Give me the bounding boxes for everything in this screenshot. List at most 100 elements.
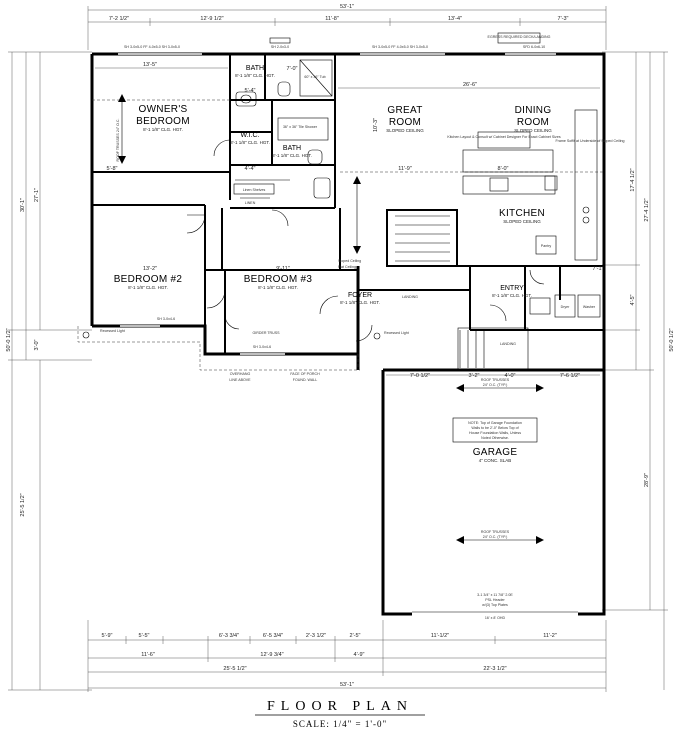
flat-ceiling-label: Flat Ceiling	[338, 265, 356, 269]
door-swings	[186, 139, 545, 342]
girder-truss-label: GIRDER TRUSS	[252, 331, 280, 335]
bedroom3-label: BEDROOM #3	[244, 274, 313, 285]
int-dim-3: 5'-4"	[245, 88, 256, 94]
window-tag-owners: SH 3-0x5-0 FF 4-0x5-0 SH 3-0x5-0	[124, 45, 180, 49]
owners-bedroom-ceiling: 8'-1 1/8" CLG. HGT.	[143, 127, 183, 132]
int-dim-11: 7'-0 1/2"	[410, 373, 430, 379]
recessed-light-label: Recessed Light	[100, 329, 125, 333]
top-overall-dimension: 53'-1"	[340, 4, 354, 10]
bottom-dim-10: 12'-9 3/4"	[260, 652, 283, 658]
garage-note-2: Walls to be 2'-0" Below Top of	[471, 426, 518, 430]
int-dim-8: 8'-0"	[498, 166, 509, 172]
garage-ceiling: 4" CONC. SLAB	[479, 458, 512, 463]
int-dim-9: 4'-4"	[245, 166, 256, 172]
bottom-dim-7: 11'-1/2"	[431, 633, 449, 639]
bottom-dimensions: 5'-9" 5'-5" 6'-3 3/4" 6'-5 3/4" 2'-3 1/2…	[87, 620, 607, 692]
interior-dimensions: 13'-5" 26'-6" 5'-4" 7'-0" 13'-2" 9'-11" …	[95, 62, 604, 379]
great-room-label: GREAT	[387, 105, 422, 116]
dining-room-ceiling: SLOPED CEILING	[514, 128, 552, 133]
bath1-ceiling: 8'-1 1/8" CLG. HGT.	[235, 73, 275, 78]
left-overall-dimension: 50'-0 1/2"	[6, 328, 12, 351]
face-porch-label: FACE OF PORCH	[290, 372, 320, 376]
left-dimensions: 50'-0 1/2" 30'-1" 27'-1" 3'-0" 25'-5 1/2…	[6, 51, 92, 691]
roof-trusses-top: ROOF TRUSSES	[481, 378, 510, 382]
bottom-dim-12: 25'-5 1/2"	[223, 666, 246, 672]
bath1-label: BATH	[246, 65, 264, 72]
great-room-label-2: ROOM	[389, 117, 421, 128]
title-block: FLOOR PLAN SCALE: 1/4" = 1'-0"	[255, 699, 425, 729]
linen-label: LINEN	[245, 201, 256, 205]
int-dim-15: 11'-9"	[398, 166, 412, 172]
wic-ceiling: 8'-1 1/8" CLG. HGT.	[230, 140, 270, 145]
bed3-window-tag: SH 3-0x4-6	[253, 345, 271, 349]
right-overall-dimension: 50'-0 1/2"	[669, 328, 675, 351]
wic-label: W.I.C.	[240, 132, 259, 139]
overhang-label: OVERHANG	[230, 372, 251, 376]
top-dim-1: 7'-2 1/2"	[109, 16, 129, 22]
landing-label-2: LANDING	[500, 342, 516, 346]
left-dim-1: 30'-1"	[20, 198, 26, 212]
bed2-window-tag: SH 3-0x4-6	[157, 317, 175, 321]
int-dim-2: 26'-6"	[463, 82, 477, 88]
pantry-label: Pantry	[541, 244, 552, 248]
int-dim-1: 13'-5"	[143, 62, 157, 68]
landing-label: LANDING	[402, 295, 418, 299]
face-porch-label-2: FOUND. WALL	[293, 378, 317, 382]
roof-trusses-bottom-2: 24" O.C. (TYP.)	[483, 535, 508, 539]
kitchen-fixtures: Pantry Kitchen Layout & Consult w/ Cabin…	[447, 109, 625, 261]
bottom-dim-13: 22'-3 1/2"	[483, 666, 506, 672]
foyer-ceiling: 8'-1 1/8" CLG. HGT.	[340, 300, 380, 305]
garage-label: GARAGE	[473, 447, 518, 458]
right-dim-3: 4'-5"	[630, 294, 636, 305]
roof-trusses-left: ROOF TRUSSES 24" O.C.	[116, 119, 120, 162]
bedroom2-ceiling: 8'-1 1/8" CLG. HGT.	[128, 285, 168, 290]
dining-room-label: DINING	[515, 105, 552, 116]
bedroom3-ceiling: 8'-1 1/8" CLG. HGT.	[258, 285, 298, 290]
bottom-overall-dimension: 53'-1"	[340, 682, 354, 688]
garage-header-2: PSL Header	[485, 598, 505, 602]
int-dim-10: 5'-8"	[107, 166, 118, 172]
dining-room-label-2: ROOM	[517, 117, 549, 128]
owners-bedroom-label: OWNER'S	[138, 104, 187, 115]
kitchen-ceiling: SLOPED CEILING	[503, 219, 541, 224]
exterior-walls	[90, 52, 606, 616]
int-dim-16: 7'-1"	[593, 266, 604, 272]
garage-note-4: Noted Otherwise.	[481, 436, 509, 440]
window-tag-bath: SH 2-0x3-0	[271, 45, 289, 49]
owners-bedroom-label-2: BEDROOM	[136, 116, 190, 127]
room-labels: OWNER'S BEDROOM 8'-1 1/8" CLG. HGT. BATH…	[114, 65, 553, 463]
stairs	[395, 215, 529, 371]
top-window-tags: SH 3-0x5-0 FF 4-0x5-0 SH 3-0x5-0 SH 2-0x…	[124, 32, 551, 49]
misc-labels: LANDING LANDING ROOF TRUSSES 24" O.C. (T…	[100, 75, 538, 620]
bottom-dim-11: 4'-9"	[354, 652, 365, 658]
bottom-dim-4: 6'-5 3/4"	[263, 633, 283, 639]
int-dim-6: 9'-11"	[276, 266, 290, 272]
bottom-dim-9: 11'-6"	[141, 652, 155, 658]
entry-ceiling: 8'-1 1/8" CLG. HGT.	[492, 293, 532, 298]
overhang-label-2: LINE ABOVE	[229, 378, 251, 382]
interior-walls	[92, 54, 604, 354]
linen-shelves-label: Linen Shelves	[243, 188, 266, 192]
top-dim-4: 13'-4"	[448, 16, 462, 22]
roof-trusses-bottom: ROOF TRUSSES	[481, 530, 510, 534]
garage-header-3: w/(3) Top Plates	[482, 603, 508, 607]
garage-door-label: 16' x 8' OHD	[485, 616, 506, 620]
int-dim-14: 4'-0"	[505, 373, 516, 379]
plan-scale: SCALE: 1/4" = 1'-0"	[293, 719, 387, 729]
garage-note-3: House Foundation Walls, Unless	[469, 431, 521, 435]
bottom-dim-2: 5'-5"	[139, 633, 150, 639]
garage-note-1: NOTE: Top of Garage Foundation	[468, 421, 522, 425]
top-dim-5: 7'-3"	[558, 16, 569, 22]
window-tag-great-room: SH 3-0x5-0 FF 4-0x5-0 SH 3-0x5-0	[372, 45, 428, 49]
int-dim-12: 7'-6 1/2"	[560, 373, 580, 379]
bath2-label: BATH	[283, 145, 301, 152]
laundry: Dryer Washer	[529, 294, 601, 318]
right-dim-1: 27'-4 1/2"	[644, 198, 650, 221]
right-dim-4: 28'-9"	[644, 473, 650, 487]
foyer-label: FOYER	[348, 292, 372, 299]
bath-fixtures: Linen Shelves LINEN	[233, 59, 333, 205]
int-dim-4: 7'-0"	[287, 66, 298, 72]
sloped-ceiling-label: Sloped Ceiling	[338, 259, 361, 263]
right-dim-2: 17'-4 1/2"	[630, 168, 636, 191]
great-room-ceiling: SLOPED CEILING	[386, 128, 424, 133]
